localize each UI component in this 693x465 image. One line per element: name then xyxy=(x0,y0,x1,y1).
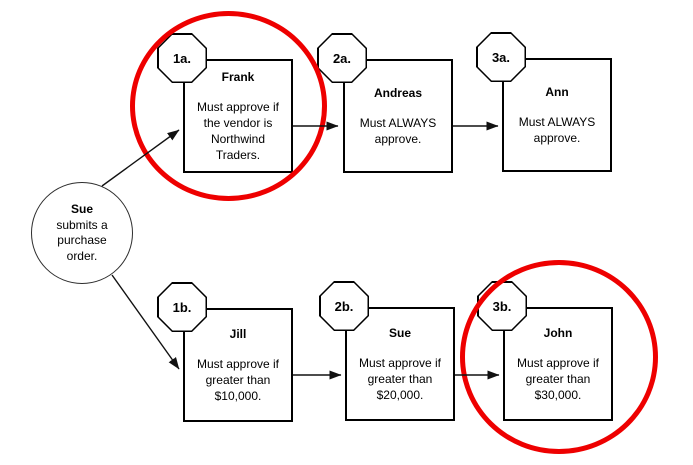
step-badge-1b-label: 1b. xyxy=(158,283,206,331)
node-1a-frank: Frank Must approve if the vendor is Nort… xyxy=(157,33,293,173)
node-3a-name: Ann xyxy=(545,85,569,99)
node-1b-jill: Jill Must approve if greater than $10,00… xyxy=(157,282,293,422)
node-3a-ann: Ann Must ALWAYS approve. 3a. xyxy=(476,32,612,172)
start-node-sue: Sue submits a purchase order. xyxy=(31,182,133,284)
step-badge-1a-label: 1a. xyxy=(158,34,206,82)
step-badge-3b-label: 3b. xyxy=(478,282,526,330)
step-badge-3b: 3b. xyxy=(477,281,527,331)
node-1b-description: Must approve if greater than $10,000. xyxy=(196,357,280,403)
node-2b-description: Must approve if greater than $20,000. xyxy=(358,356,442,402)
node-3a-description: Must ALWAYS approve. xyxy=(518,115,596,145)
node-3a-box: Ann Must ALWAYS approve. xyxy=(502,58,612,172)
step-badge-1a: 1a. xyxy=(157,33,207,83)
step-badge-2b: 2b. xyxy=(319,281,369,331)
step-badge-2b-label: 2b. xyxy=(320,282,368,330)
step-badge-2a-label: 2a. xyxy=(318,34,366,82)
node-1b-box: Jill Must approve if greater than $10,00… xyxy=(183,308,293,422)
node-2b-box: Sue Must approve if greater than $20,000… xyxy=(345,307,455,421)
node-1b-name: Jill xyxy=(229,327,247,341)
start-node-description: submits a purchase order. xyxy=(56,217,108,263)
node-3b-name: John xyxy=(543,326,573,340)
node-2b-name: Sue xyxy=(388,326,411,340)
node-2a-andreas: Andreas Must ALWAYS approve. 2a. xyxy=(317,33,453,173)
node-3b-john: John Must approve if greater than $30,00… xyxy=(477,281,613,421)
node-3b-description: Must approve if greater than $30,000. xyxy=(516,356,600,402)
step-badge-3a: 3a. xyxy=(476,32,526,82)
node-1a-description: Must approve if the vendor is Northwind … xyxy=(196,100,280,162)
step-badge-2a: 2a. xyxy=(317,33,367,83)
node-1a-box: Frank Must approve if the vendor is Nort… xyxy=(183,59,293,173)
step-badge-1b: 1b. xyxy=(157,282,207,332)
node-2b-sue: Sue Must approve if greater than $20,000… xyxy=(319,281,455,421)
node-2a-name: Andreas xyxy=(373,86,423,100)
node-1a-name: Frank xyxy=(221,70,255,84)
connector-start-to-1a xyxy=(101,129,180,187)
node-3b-box: John Must approve if greater than $30,00… xyxy=(503,307,613,421)
node-2a-box: Andreas Must ALWAYS approve. xyxy=(343,59,453,173)
start-node-name: Sue xyxy=(70,202,93,216)
step-badge-3a-label: 3a. xyxy=(477,33,525,81)
node-2a-description: Must ALWAYS approve. xyxy=(359,116,437,146)
